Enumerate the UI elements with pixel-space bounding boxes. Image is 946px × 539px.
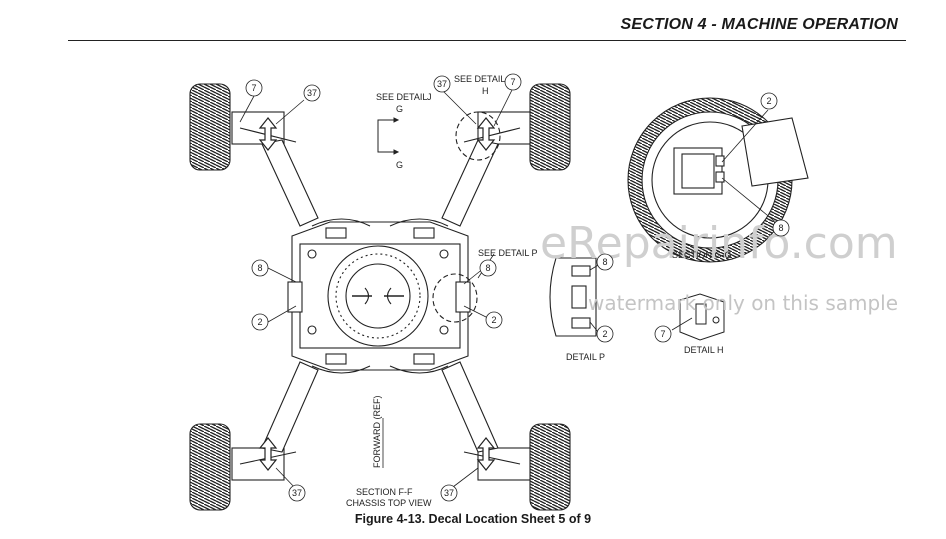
callout-2: 2 (257, 317, 262, 327)
callout-8: 8 (485, 263, 490, 273)
see-detail-j-label: J (427, 92, 432, 102)
see-detail-g-label: SEE DETAIL (376, 92, 427, 102)
detail-letter-h: H (482, 86, 489, 96)
tire-front-right (529, 83, 571, 171)
callout-2: 2 (602, 329, 607, 339)
callout-7: 7 (510, 77, 515, 87)
detail-h-view (671, 293, 725, 341)
callout-7: 7 (251, 83, 256, 93)
section-title: SECTION 4 - MACHINE OPERATION (620, 16, 898, 33)
tire-front-left (189, 83, 231, 171)
watermark-site: eRepairinfo.com (540, 218, 898, 269)
header-divider (68, 40, 906, 41)
chassis-top-view (189, 83, 571, 511)
watermark-notice: watermark only on this sample (588, 291, 898, 315)
callout-8: 8 (257, 263, 262, 273)
detail-p-label: DETAIL P (566, 352, 605, 362)
callout-7: 7 (660, 329, 665, 339)
section-letter-g-bottom: G (396, 160, 403, 170)
section-gg-label: SECTION G-G (672, 250, 732, 260)
see-detail-p-label: SEE DETAIL P (478, 248, 538, 258)
callout-37: 37 (437, 79, 447, 89)
section-gg-view (627, 97, 809, 263)
direction-arrow-decals (258, 117, 496, 471)
figure-caption: Figure 4-13. Decal Location Sheet 5 of 9 (354, 512, 592, 526)
detail-p-view (549, 257, 601, 337)
callout-8: 8 (602, 257, 607, 267)
tire-rear-right (529, 423, 571, 511)
callout-numbers: 7 37 37 7 8 2 8 2 2 8 8 2 7 37 37 (251, 77, 783, 498)
callout-37: 37 (307, 88, 317, 98)
section-marker-gg (377, 117, 400, 155)
callout-2: 2 (491, 315, 496, 325)
detail-h-label: DETAIL H (684, 345, 724, 355)
callout-37: 37 (292, 488, 302, 498)
callout-2: 2 (766, 96, 771, 106)
callout-37: 37 (444, 488, 454, 498)
chassis-top-view-label: CHASSIS TOP VIEW (346, 498, 432, 508)
tire-rear-left (189, 423, 231, 511)
callouts (245, 73, 790, 502)
callout-8: 8 (778, 223, 783, 233)
forward-ref-label: FORWARD (REF) (372, 396, 382, 469)
see-detail-h-label: SEE DETAIL (454, 74, 505, 84)
section-ff-label: SECTION F-F (356, 487, 413, 497)
section-letter-g-top: G (396, 104, 403, 114)
